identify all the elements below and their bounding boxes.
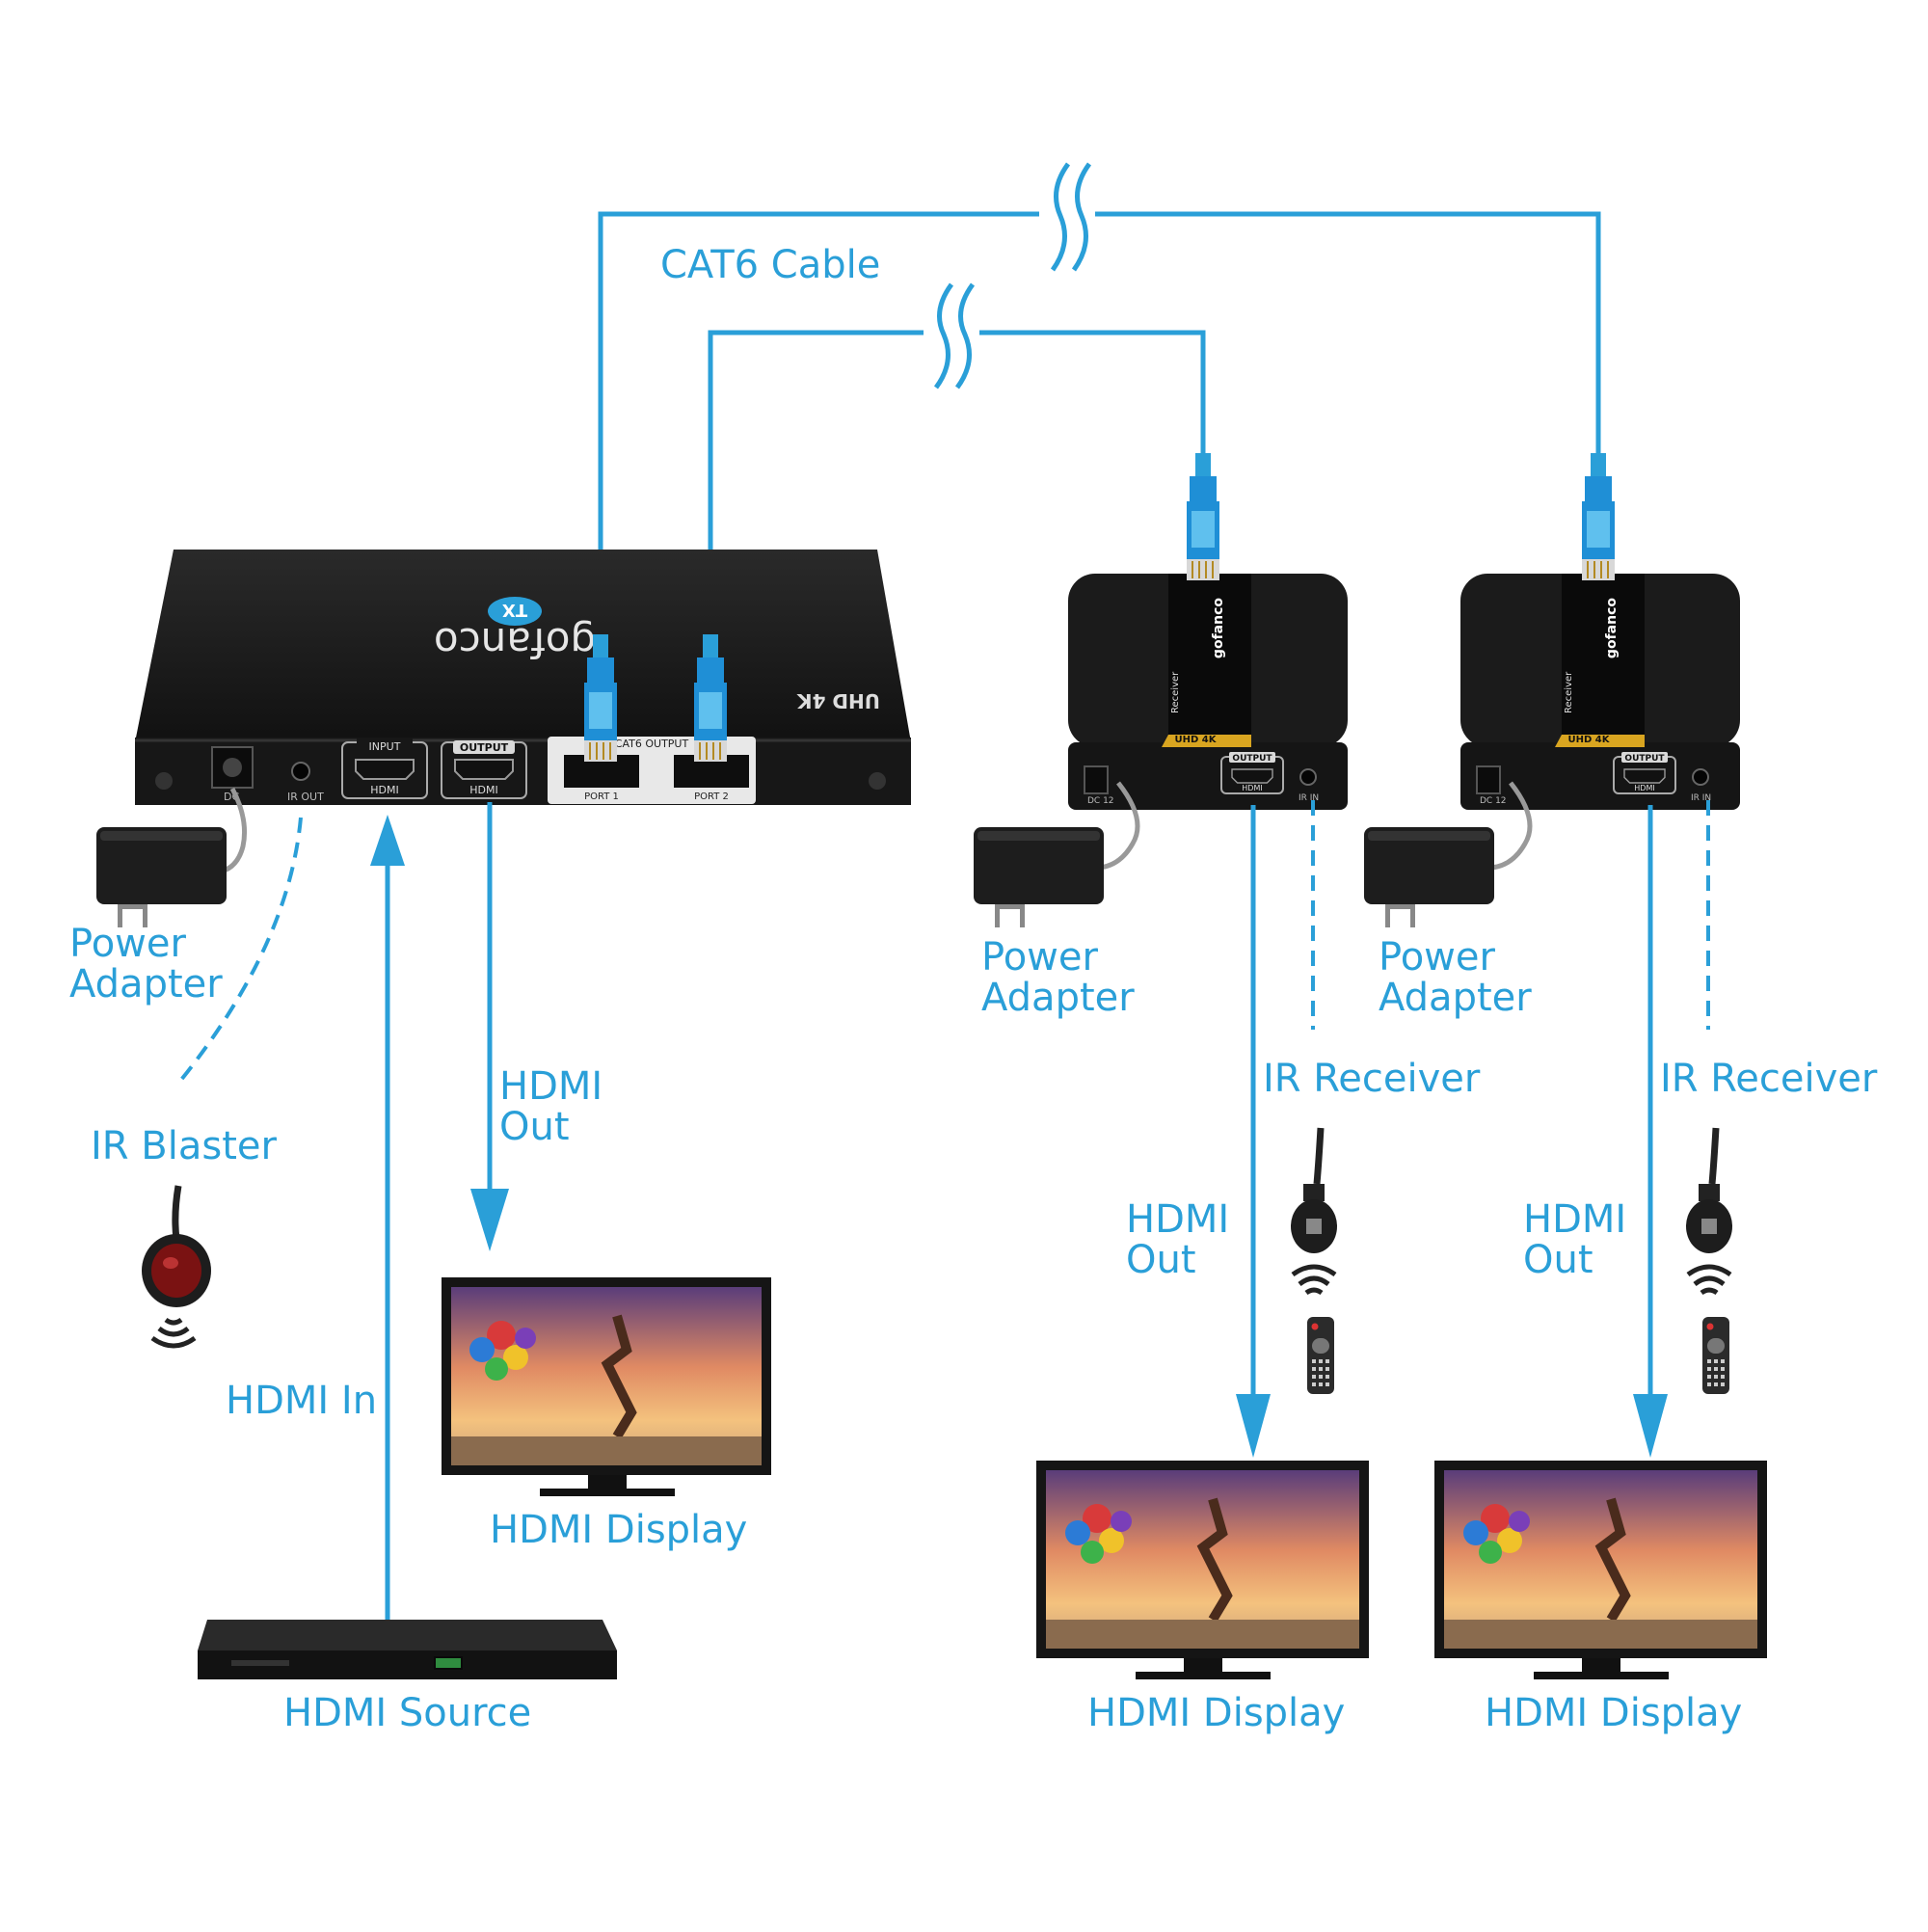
power-adapter-icon	[974, 827, 1104, 927]
tx-power-adapter-label-line2: Adapter	[69, 962, 223, 1006]
rx1-model-label: UHD 4K	[1175, 735, 1218, 745]
transmitter-unit: TX gofanco UHD 4K DC IR OUT INPUT HDMI O…	[135, 550, 911, 805]
rx1-ir-receiver-label: IR Receiver	[1263, 1057, 1481, 1101]
ir-blaster-icon	[142, 1185, 211, 1307]
rx2-hdmi-display	[1434, 1461, 1767, 1679]
ir-signal-icon	[152, 1320, 195, 1346]
tx-badge	[488, 597, 542, 626]
rx2-brand-logo: gofanco	[1604, 598, 1620, 658]
tx-hdmi-out-label-line2: Out	[499, 1105, 570, 1149]
rx2-ir-in-port[interactable]	[1692, 768, 1709, 786]
rx1-display-label: HDMI Display	[1087, 1691, 1346, 1735]
rx2-hdmi-output-port[interactable]	[1623, 768, 1666, 784]
rx2-model-label: UHD 4K	[1568, 735, 1611, 745]
hdmi-source-label: HDMI Source	[283, 1691, 532, 1735]
rx1-brand-logo: gofanco	[1211, 598, 1226, 658]
rx2-hdmi-out-arrowhead	[1633, 1394, 1668, 1458]
ir-out-cable	[179, 817, 303, 1082]
receiver-unit-2: UHD 4K gofanco Receiver DC 12 OUTPUT HDM…	[1460, 574, 1740, 810]
rx2-power-adapter-label-line2: Adapter	[1379, 976, 1532, 1020]
tx-ir-out-port[interactable]	[291, 762, 310, 781]
tx-hdmi-input-port[interactable]	[355, 759, 415, 780]
tx-model-label: UHD 4K	[796, 689, 880, 712]
tx-cat6-output-tag: CAT6 OUTPUT	[615, 738, 689, 750]
tx-port1-label: PORT 1	[584, 792, 619, 802]
rx2-type-label: Receiver	[1564, 671, 1574, 713]
rx2-dc-port[interactable]	[1476, 765, 1501, 794]
remote-control-icon	[1307, 1317, 1334, 1394]
tx-brand-logo: gofanco	[434, 619, 596, 666]
ir-signal-icon	[1688, 1267, 1730, 1293]
ir-signal-icon	[1293, 1267, 1335, 1293]
rx1-output-port-label: HDMI	[1242, 784, 1262, 792]
tx-hdmi-output-port[interactable]	[454, 759, 514, 780]
tx-hdmi-out-arrowhead	[470, 1189, 509, 1251]
screw-icon	[155, 772, 173, 790]
ir-receiver-icon	[1291, 1127, 1337, 1253]
power-adapter-icon	[96, 827, 227, 927]
rx2-output-tag: OUTPUT	[1624, 754, 1665, 764]
tx-power-adapter-label-line1: Power	[69, 922, 186, 966]
rx1-dc-port[interactable]	[1084, 765, 1109, 794]
tx-port2-label: PORT 2	[694, 792, 729, 802]
remote-control-icon	[1702, 1317, 1729, 1394]
local-display-label: HDMI Display	[490, 1508, 748, 1552]
rx1-power-adapter-label-line2: Adapter	[981, 976, 1135, 1020]
receiver-unit-1: UHD 4K gofanco Receiver DC 12 OUTPUT HDM…	[1068, 574, 1348, 810]
hdmi-in-label: HDMI In	[226, 1379, 378, 1423]
tx-ir-out-label: IR OUT	[287, 791, 324, 803]
power-adapter-icon	[1364, 827, 1494, 927]
rx1-hdmi-out-arrowhead	[1236, 1394, 1271, 1458]
rx2-power-adapter-label-line1: Power	[1379, 935, 1495, 979]
rx1-ir-in-port[interactable]	[1299, 768, 1317, 786]
hdmi-in-arrowhead	[370, 815, 405, 866]
rx1-hdmi-output-port[interactable]	[1231, 768, 1273, 784]
tx-input-tag: INPUT	[369, 740, 401, 753]
ir-blaster-label: IR Blaster	[91, 1124, 277, 1168]
rx1-hdmi-out-label-line2: Out	[1126, 1238, 1196, 1282]
cat6-connector-icon	[1581, 452, 1616, 581]
tx-output-port-label: HDMI	[469, 784, 497, 796]
rx2-display-label: HDMI Display	[1485, 1691, 1743, 1735]
rx2-output-port-label: HDMI	[1634, 784, 1654, 792]
rx2-ir-in-label: IR IN	[1691, 793, 1711, 803]
rx2-hdmi-out-label-line1: HDMI	[1523, 1197, 1627, 1242]
tx-input-port-label: HDMI	[370, 784, 398, 796]
rx1-type-label: Receiver	[1170, 671, 1181, 713]
rx1-output-tag: OUTPUT	[1232, 754, 1272, 764]
rx1-dc-label: DC 12	[1087, 796, 1114, 806]
rx1-hdmi-out-label-line1: HDMI	[1126, 1197, 1230, 1242]
tx-hdmi-out-label-line1: HDMI	[499, 1064, 603, 1109]
tx-output-tag: OUTPUT	[460, 741, 509, 754]
rx1-ir-in-label: IR IN	[1299, 793, 1319, 803]
screw-icon	[869, 772, 886, 790]
rx2-ir-receiver-label: IR Receiver	[1660, 1057, 1878, 1101]
local-hdmi-display	[442, 1277, 771, 1496]
cable-break-mark	[1039, 162, 1095, 272]
hdmi-source-player	[198, 1620, 617, 1679]
ir-receiver-icon	[1686, 1127, 1732, 1253]
rx1-hdmi-display	[1036, 1461, 1369, 1679]
cat6-cable-port1	[598, 211, 1601, 733]
cat6-connector-icon	[1186, 452, 1220, 581]
rx2-dc-label: DC 12	[1480, 796, 1507, 806]
cat6-cable-label: CAT6 Cable	[660, 243, 881, 287]
cable-break-mark	[924, 282, 979, 390]
rx1-power-adapter-label-line1: Power	[981, 935, 1098, 979]
rx2-hdmi-out-label-line2: Out	[1523, 1238, 1593, 1282]
tx-badge-text: TX	[502, 600, 527, 620]
tx-dc-port[interactable]	[211, 746, 254, 789]
